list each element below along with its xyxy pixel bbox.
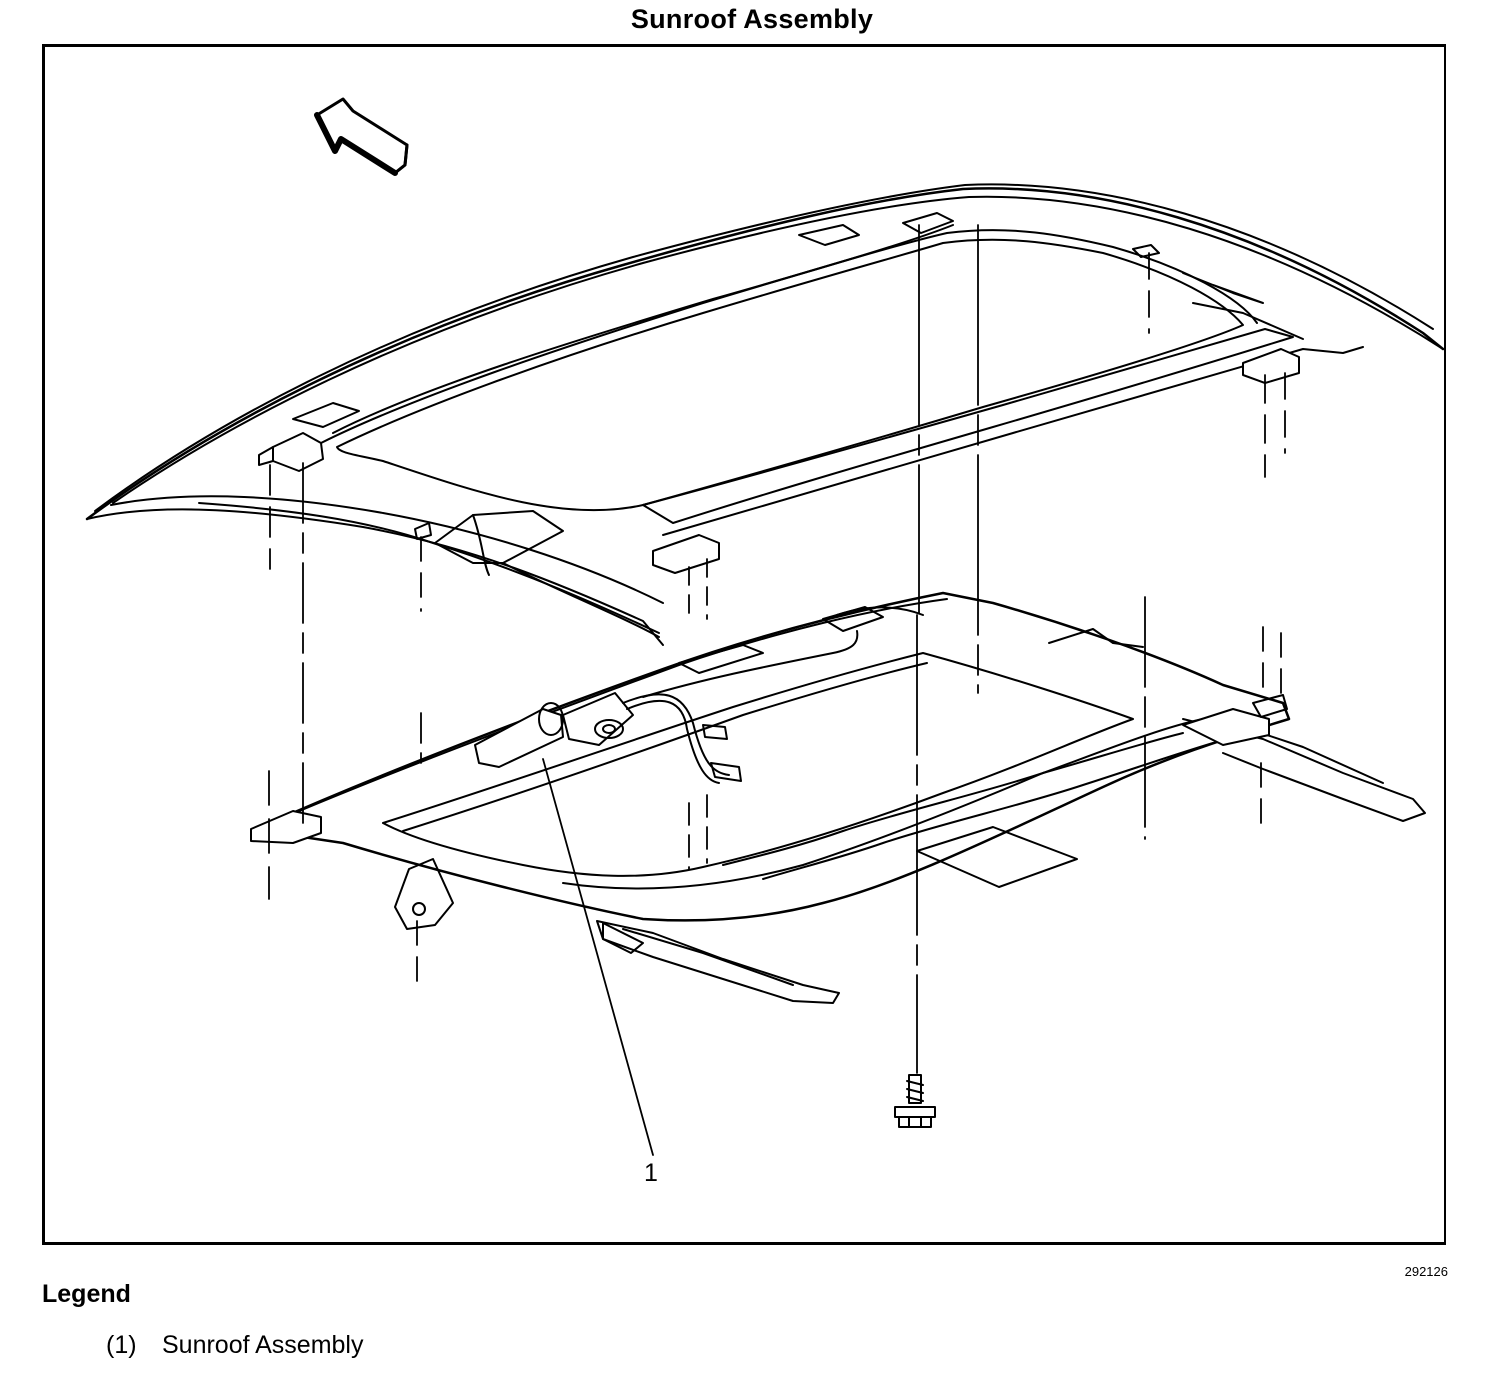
alignment-lines: [268, 224, 1286, 1074]
callout-1-label: 1: [644, 1159, 658, 1187]
roof-panel: [85, 183, 1445, 646]
legend-item-number: (1): [106, 1331, 137, 1359]
bolt-icon: [894, 1074, 936, 1128]
callout-1: 1: [542, 758, 658, 1187]
diagram-frame: 1: [42, 44, 1446, 1245]
legend-heading: Legend: [42, 1280, 131, 1308]
sunroof-assembly-frame: [250, 591, 1426, 1004]
legend-item: (1) Sunroof Assembly: [106, 1331, 364, 1360]
front-direction-arrow-icon: [314, 97, 409, 176]
sunroof-exploded-view: 1: [85, 97, 1445, 1187]
legend-item-text: Sunroof Assembly: [162, 1331, 364, 1359]
figure-number: 292126: [1404, 1264, 1448, 1279]
diagram-title: Sunroof Assembly: [630, 4, 874, 34]
